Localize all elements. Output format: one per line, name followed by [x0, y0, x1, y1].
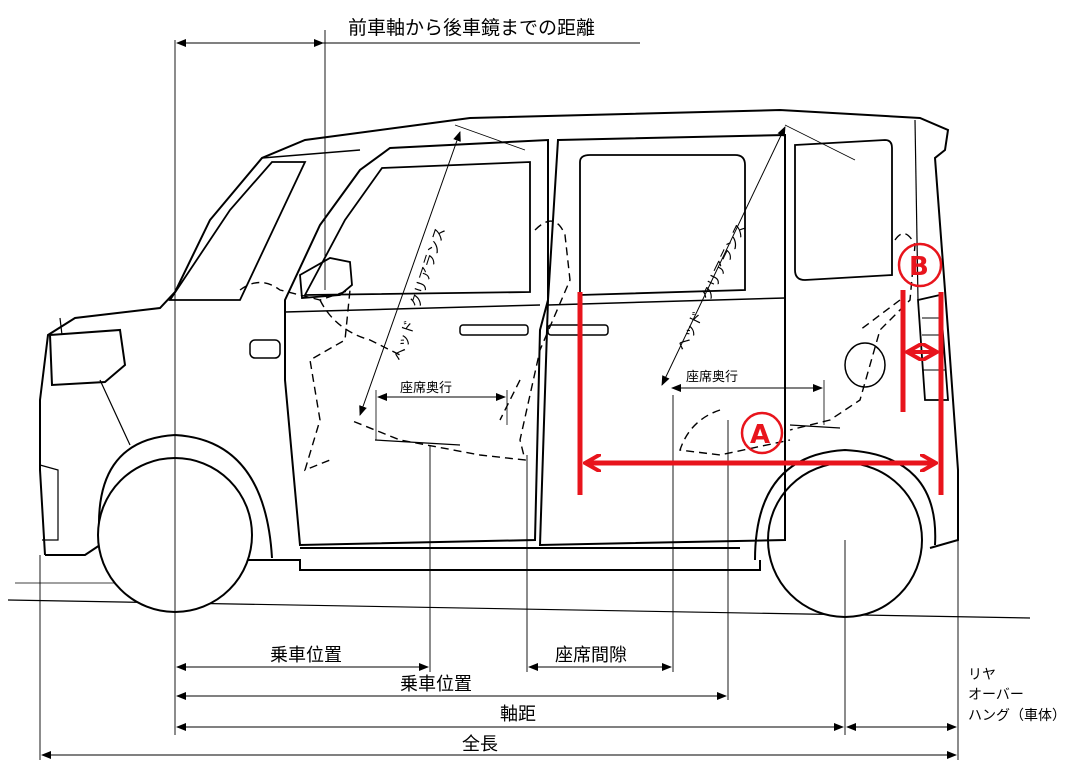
rear-quarter-window: [794, 139, 893, 281]
seat-base-rear: [789, 424, 841, 429]
seat-gap-label: 座席間隙: [555, 645, 627, 666]
overall-length-label: 全長: [462, 734, 498, 755]
seat-base-front: [374, 439, 461, 446]
seat-depth-rear-label: 座席奥行: [686, 369, 738, 385]
head-clearance-rear-arrow: [661, 126, 786, 386]
head-clearance-rear-label: ヘッド クリアランス: [674, 221, 750, 354]
boarding-position-1-label: 乗車位置: [270, 645, 342, 666]
marker-a-label: A: [750, 420, 770, 450]
rear-overhang-label-1: リヤ: [968, 667, 996, 683]
fender-marker: [249, 339, 281, 359]
sliding-rail: [547, 297, 786, 306]
head-clearance-front-arrow: [359, 131, 461, 416]
front-door-handle: [459, 324, 529, 336]
marker-b-label: B: [909, 252, 929, 282]
fuel-lid: [844, 342, 886, 388]
windshield: [168, 161, 307, 301]
rear-overhang-label-3: ハング（車体）: [968, 707, 1066, 724]
boarding-position-2-label: 乗車位置: [400, 674, 472, 695]
marker-a-circle: [740, 411, 784, 455]
front-panel-line: [99, 379, 131, 446]
red-annotations: A B: [577, 242, 944, 495]
headlight: [48, 328, 127, 387]
rear-overhang-label-2: オーバー: [968, 687, 1024, 703]
front-axle-to-mirror-label: 前車軸から後車鏡までの距離: [348, 17, 595, 39]
wheelbase-label: 軸距: [500, 704, 536, 725]
sliding-door: [538, 133, 786, 547]
reference-lines: [39, 30, 959, 760]
side-mirror: [299, 257, 353, 299]
front-bumper-detail: [39, 464, 59, 541]
seat-depth-front-label: 座席奥行: [400, 380, 452, 396]
marker-b-circle: [897, 242, 943, 288]
front-door: [284, 138, 549, 547]
tail-light: [917, 293, 949, 401]
tail-light-detail: [922, 317, 945, 371]
head-clearance-rear-ref: [784, 124, 856, 161]
head-clearance-front-ref: [454, 124, 526, 151]
front-grille-line: [59, 317, 63, 336]
rear-pillar: [914, 119, 919, 301]
a-pillar: [261, 149, 361, 159]
